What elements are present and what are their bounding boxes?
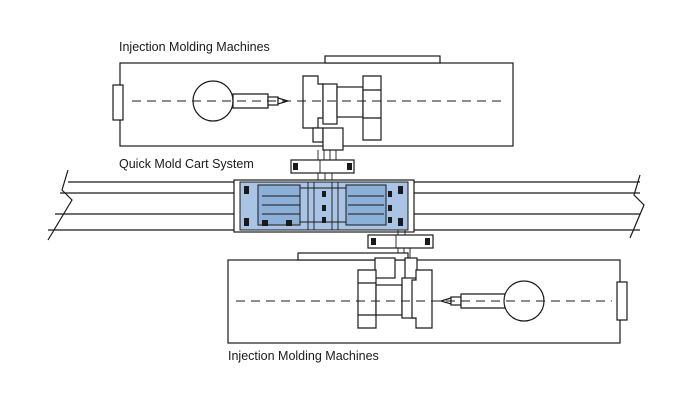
bottom-machine-fixed-platen [411, 269, 433, 329]
rail-break-left [47, 169, 73, 241]
top-machine-moving-platen [362, 75, 382, 141]
cart-wheel [398, 218, 403, 226]
cart-clamp [262, 220, 268, 226]
cart-clamp [388, 191, 392, 197]
cart-wheel [244, 186, 249, 194]
cart-clamp [322, 191, 326, 197]
bottom-machine-rail [297, 252, 409, 261]
bottom-transfer-table [367, 234, 434, 249]
top-transfer-stop [293, 163, 298, 170]
cart-clamp [322, 217, 326, 223]
bottom-machine-transfer-block [374, 257, 396, 279]
top-machine-end-cap [112, 84, 124, 121]
top-machine-mold-half [322, 83, 338, 125]
top-machine-barrel [232, 93, 269, 109]
cart-wheel [398, 186, 403, 194]
cart-clamp [286, 220, 292, 226]
bottom-machine-moving-platen [357, 269, 377, 329]
top-injection-machine [112, 55, 514, 160]
quick-mold-cart [233, 179, 415, 233]
top-transfer-station [290, 159, 355, 182]
top-machines-label: Injection Molding Machines [119, 40, 270, 54]
cart-clamp [322, 205, 326, 211]
top-transfer-table [290, 159, 355, 174]
cart-clamp [388, 205, 392, 211]
bottom-machine-mold-core [375, 284, 403, 316]
bottom-machine-end-cap [616, 281, 628, 321]
rail-break-right [629, 174, 645, 239]
top-machine-transfer-block [322, 127, 344, 151]
bottom-machines-label: Injection Molding Machines [228, 349, 379, 363]
bottom-transfer-station [367, 230, 434, 260]
cart-system-label: Quick Mold Cart System [119, 157, 254, 171]
bottom-injection-machine [227, 252, 628, 344]
top-transfer-stop [347, 163, 352, 170]
bottom-machine-clamp-block [404, 257, 418, 281]
bottom-transfer-stop [371, 238, 376, 245]
bottom-transfer-stop [425, 238, 430, 245]
top-machine-clamp-block [312, 127, 324, 143]
top-machine-mold-core [336, 86, 364, 118]
cart-clamp [388, 217, 392, 223]
top-machine-rail [324, 55, 441, 64]
cart-wheel [244, 218, 249, 226]
